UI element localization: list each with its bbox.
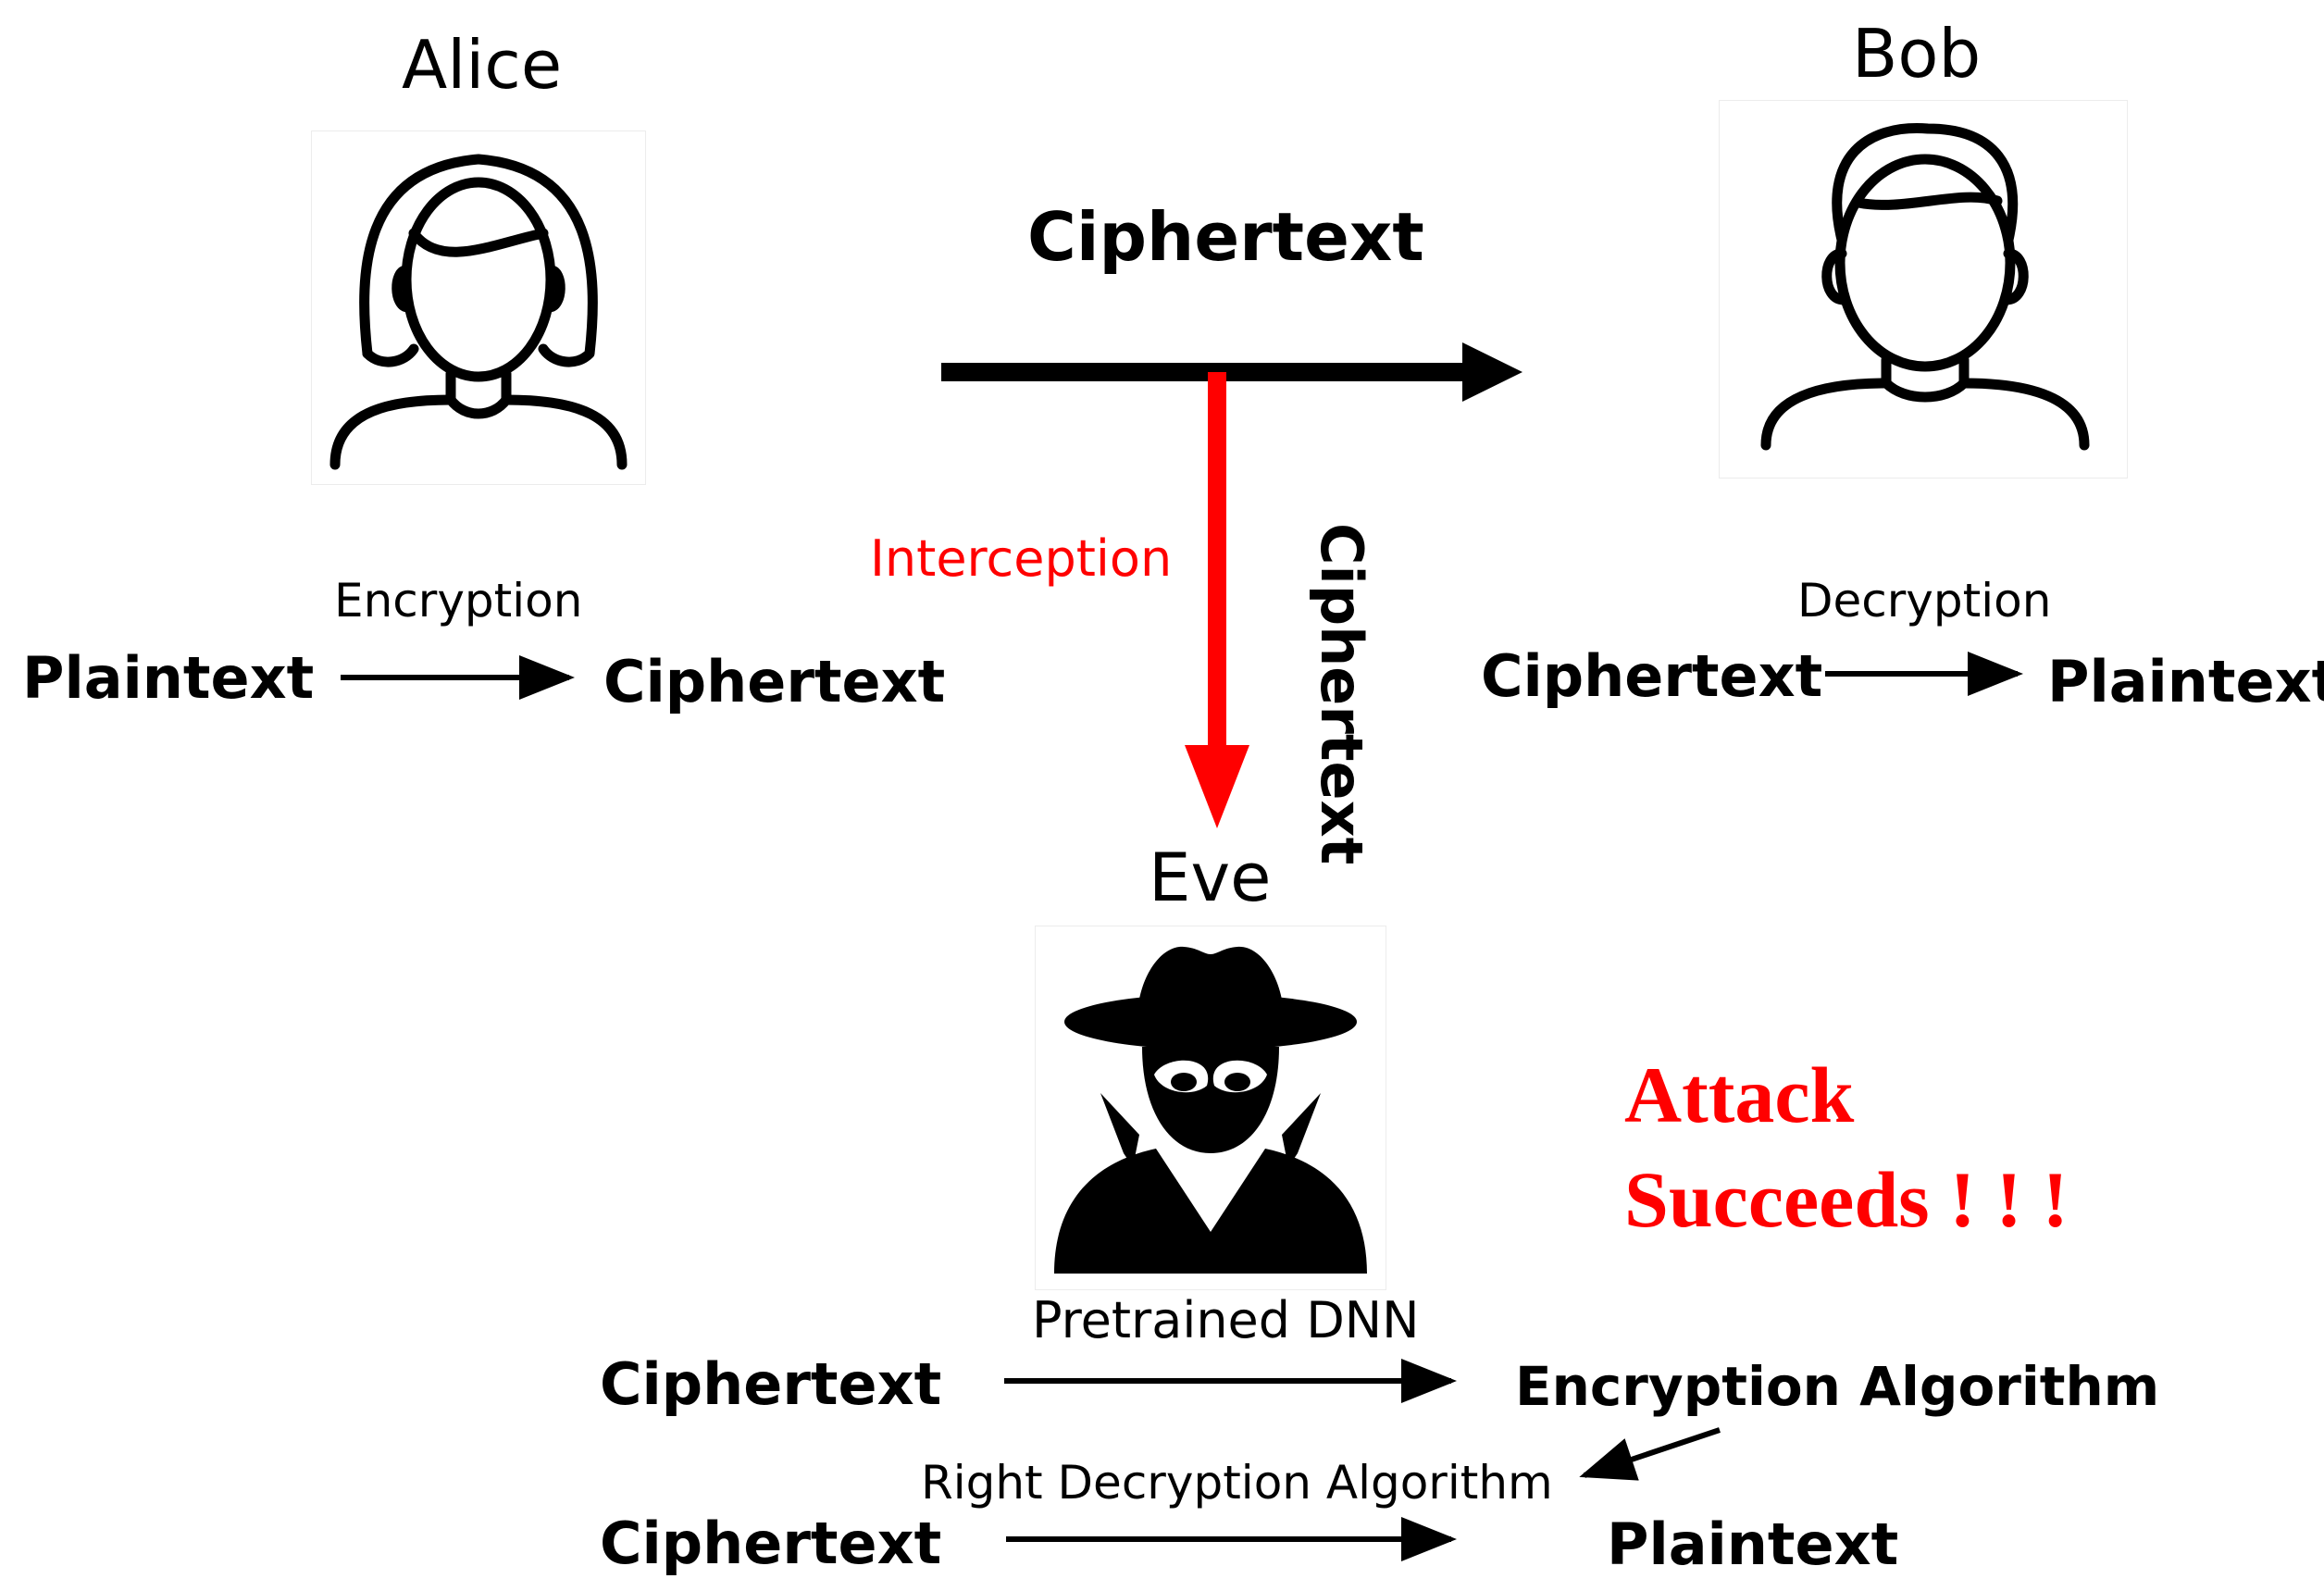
attack-result-line1: Attack	[1624, 1050, 1855, 1139]
woman-avatar-icon	[329, 154, 628, 470]
eve-right-decryption-label: Right Decryption Algorithm	[921, 1456, 1553, 1510]
interception-label: Interception	[870, 529, 1173, 588]
intercepted-ciphertext-label: Ciphertext	[1308, 523, 1375, 865]
eve-step2-ciphertext: Ciphertext	[600, 1510, 942, 1577]
eve-name: Eve	[1149, 839, 1272, 916]
bob-decryption-label: Decryption	[1797, 574, 2052, 628]
interception-arrow	[1185, 372, 1249, 828]
eve-derive-arrow	[1579, 1427, 1721, 1481]
alice-name: Alice	[402, 26, 563, 104]
channel-arrow	[941, 342, 1522, 402]
man-avatar-icon	[1760, 123, 2090, 451]
bob-portrait	[1719, 100, 2128, 479]
bob-name: Bob	[1852, 15, 1982, 93]
spy-hat-icon	[1054, 946, 1367, 1274]
attack-result-line2: Succeeds ! ! !	[1624, 1155, 2069, 1244]
bob-ciphertext: Ciphertext	[1481, 642, 1823, 710]
eve-portrait	[1035, 926, 1386, 1290]
alice-ciphertext: Ciphertext	[603, 648, 946, 715]
eve-dnn-label: Pretrained DNN	[1032, 1291, 1420, 1349]
bob-plaintext: Plaintext	[2047, 648, 2324, 715]
alice-portrait	[311, 131, 646, 485]
eve-plaintext: Plaintext	[1607, 1510, 1899, 1578]
eve-encryption-algorithm: Encryption Algorithm	[1515, 1355, 2160, 1418]
alice-plaintext: Plaintext	[22, 644, 315, 712]
eve-step1-ciphertext: Ciphertext	[600, 1350, 942, 1418]
alice-encryption-label: Encryption	[334, 574, 583, 628]
channel-ciphertext-label: Ciphertext	[1027, 198, 1424, 276]
